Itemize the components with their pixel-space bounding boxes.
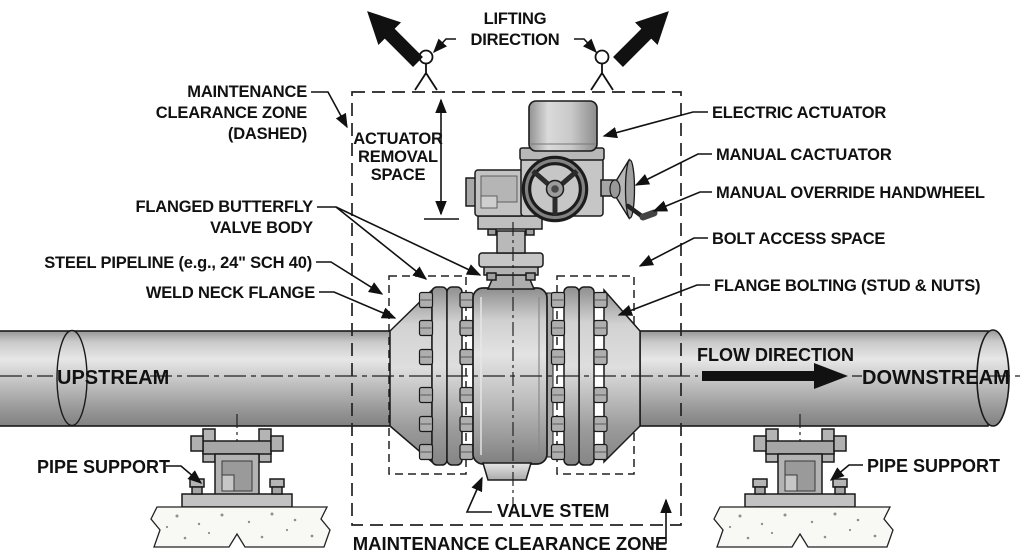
label-electric-actuator: ELECTRIC ACTUATOR (712, 104, 886, 122)
valve-stem-boss-bottom (481, 462, 533, 481)
electric-actuator-body (528, 100, 598, 152)
motor-mount-step (480, 195, 498, 209)
flow-arrow-icon (702, 363, 848, 389)
leader-lines (166, 38, 863, 544)
manual-actuator-handwheel (521, 155, 589, 223)
leader-lifting-left (433, 38, 456, 54)
yoke-bolt (487, 228, 497, 236)
yoke-bolt (525, 228, 535, 236)
label-bolt-access-space: BOLT ACCESS SPACE (712, 230, 885, 248)
butterfly-valve (389, 286, 641, 481)
label-flange-bolting: FLANGE BOLTING (STUD & NUTS) (714, 277, 980, 295)
label-steel-pipeline: STEEL PIPELINE (e.g., 24" SCH 40) (44, 254, 312, 272)
leader-weld-neck-flange (319, 291, 397, 319)
pipe-end-seam-left (56, 329, 88, 427)
label-pipe-support-right: PIPE SUPPORT (867, 456, 1000, 476)
label-actuator-removal-1: ACTUATOR (353, 130, 443, 148)
pipe-end-face-right (976, 329, 1010, 427)
leader-pipe-support-left (166, 465, 203, 484)
pipe-support-right-assembly (713, 413, 894, 548)
bolt-access-zone-left (388, 275, 467, 475)
leader-maintenance-zone-top (311, 91, 348, 129)
pipe-support-left-assembly (150, 413, 331, 548)
leader-flange-bolting (617, 284, 710, 316)
centerlines (0, 222, 1024, 505)
leader-manual-actuator (634, 153, 712, 186)
label-upstream: UPSTREAM (57, 367, 169, 389)
maintenance-clearance-zone-outline (351, 91, 682, 526)
yoke-plate (477, 215, 543, 230)
adapter-bolt (525, 272, 536, 281)
label-lifting-direction-2: DIRECTION (471, 31, 560, 49)
label-valve-stem: VALVE STEM (497, 501, 609, 521)
leader-bolt-access (638, 237, 708, 267)
label-flanged-butterfly-2: VALVE BODY (210, 219, 313, 237)
label-manual-actuator: MANUAL CACTUATOR (716, 146, 892, 164)
label-weld-neck-flange: WELD NECK FLANGE (146, 284, 315, 302)
actuator-removal-dimension (424, 98, 459, 220)
stem-column (496, 230, 526, 254)
body-ring-right (546, 292, 554, 458)
label-actuator-removal-2: REMOVAL (358, 148, 438, 166)
leader-manual-override (652, 191, 712, 212)
label-flow-direction: FLOW DIRECTION (697, 345, 854, 365)
label-lifting-direction-1: LIFTING (484, 10, 547, 28)
label-maintenance-zone-top-2: CLEARANCE ZONE (156, 104, 307, 122)
lifting-arrow-left-icon (355, 0, 430, 74)
label-flanged-butterfly-1: FLANGED BUTTERFLY (136, 198, 314, 216)
leader-electric-actuator (602, 111, 708, 139)
manual-override-handwheel (609, 157, 658, 221)
flange-bolts-studs-nuts (418, 291, 608, 461)
label-maintenance-zone-bottom: MAINTENANCE CLEARANCE ZONE (353, 533, 668, 554)
leader-lifting-right (574, 38, 597, 54)
label-actuator-removal-3: SPACE (371, 166, 426, 184)
leader-pipe-support-right (829, 464, 863, 481)
leader-steel-pipeline (316, 261, 384, 295)
crank-grip (639, 209, 658, 221)
label-maintenance-zone-top-1: MAINTENANCE (187, 83, 307, 101)
adapter-flange (478, 252, 544, 268)
label-pipe-support-left: PIPE SUPPORT (37, 457, 170, 477)
leader-valve-body-2 (335, 206, 482, 276)
leader-valve-stem (465, 476, 492, 513)
leader-valve-body-1 (317, 206, 428, 280)
label-maintenance-zone-top-3: (DASHED) (228, 125, 307, 143)
label-manual-override-handwheel: MANUAL OVERRIDE HANDWHEEL (716, 184, 985, 202)
electric-actuator-assembly (465, 100, 658, 290)
adapter-bolt (486, 272, 497, 281)
label-downstream: DOWNSTREAM (862, 367, 1010, 389)
lifting-lug-right (590, 49, 614, 91)
lifting-arrow-right-icon (606, 0, 681, 74)
leader-maintenance-zone-bottom (651, 498, 672, 544)
